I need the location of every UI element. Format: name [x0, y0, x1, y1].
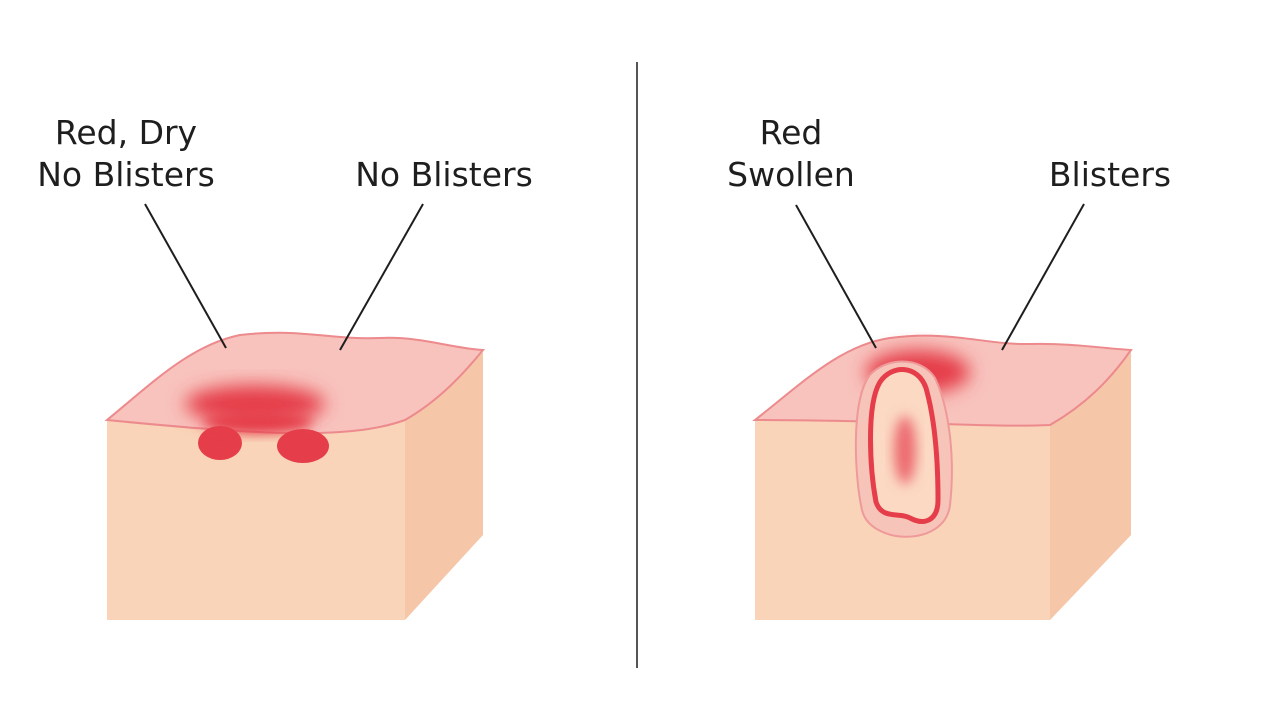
- left-panel-label-red-dry: Red, Dry No Blisters: [37, 112, 215, 196]
- right-label-line1: Red: [759, 113, 823, 152]
- left-label-line1: Red, Dry: [54, 113, 198, 152]
- right-panel-label-red-swollen: Red Swollen: [727, 112, 855, 196]
- right-label-line2: Swollen: [727, 155, 855, 194]
- left-panel-label-no-blisters: No Blisters: [355, 155, 533, 194]
- left-block-front-face: [107, 420, 405, 620]
- left-block-side-face: [405, 352, 483, 620]
- left-panel-leader-line-right: [339, 203, 424, 351]
- left-redness-patch: [185, 385, 329, 463]
- blister-inner-glow: [894, 416, 916, 484]
- right-block-side-face: [1050, 352, 1131, 620]
- right-panel-leader-line-right: [1001, 203, 1085, 351]
- left-label-line2: No Blisters: [37, 155, 215, 194]
- left-skin-block: [104, 331, 486, 620]
- left-panel-leader-line-left: [144, 203, 227, 349]
- right-panel-leader-line-left: [795, 204, 877, 349]
- right-skin-block: [752, 334, 1133, 620]
- right-panel-label-blisters: Blisters: [1048, 155, 1172, 194]
